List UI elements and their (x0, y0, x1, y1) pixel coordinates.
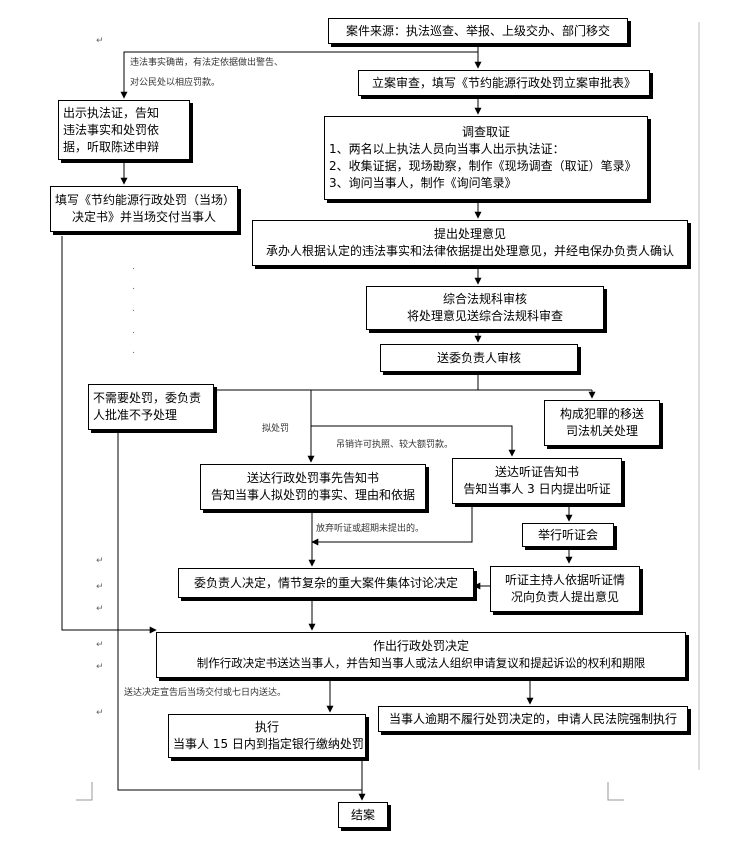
paragraph-mark: ↵ (96, 556, 104, 566)
node-court-enforce: 当事人逾期不履行处罚决定的，申请人民法院强制执行 (378, 706, 688, 732)
legal-review-title: 综合法规科审核 (442, 292, 527, 306)
hearing-notice-title: 送达听证告知书 (494, 465, 579, 479)
node-hearing-notice: 送达听证告知书 告知当事人 3 日内提出听证 (452, 458, 622, 504)
prior-notice-line: 告知当事人拟处罚的事实、理由和依据 (210, 488, 415, 502)
node-filing-review-text: 立案审查，填写《节约能源行政处罚立案审批表》 (371, 75, 636, 90)
paragraph-mark: ↵ (96, 640, 104, 650)
edge-label-summary-2: 对公民处以相应罚款。 (130, 78, 221, 88)
text-dot: . (132, 346, 135, 356)
node-onsite-decision: 填写《节约能源行政处罚（当场） 决定书》并当场交付当事人 (50, 186, 238, 232)
text-dot: . (132, 326, 135, 336)
edge-label-summary-1: 违法事实确凿，有法定依据做出警告、 (130, 58, 284, 68)
prior-notice-title: 送达行政处罚事先告知书 (246, 471, 379, 485)
node-execute: 执行 当事人 15 日内到指定银行缴纳处罚 (168, 714, 366, 758)
node-crime-transfer: 构成犯罪的移送 司法机关处理 (544, 400, 660, 446)
director-review-text: 送委负责人审核 (436, 350, 521, 365)
paragraph-mark: ↵ (96, 36, 104, 46)
crime-line-1: 构成犯罪的移送 (559, 407, 644, 421)
node-case-source-text: 案件来源：执法巡查、举报、上级交办、部门移交 (345, 23, 610, 38)
paragraph-mark: ↵ (96, 708, 104, 718)
opinion-line: 承办人根据认定的违法事实和法律依据提出处理意见，并经电保办负责人确认 (265, 244, 674, 258)
show-cert-line-3: 据，听取陈述申辩 (63, 139, 160, 154)
court-enforce-text: 当事人逾期不履行处罚决定的，申请人民法院强制执行 (388, 711, 677, 726)
execute-line: 当事人 15 日内到指定银行缴纳处罚 (173, 737, 364, 751)
hearing-opinion-line-2: 况向负责人提出意见 (510, 590, 619, 604)
paragraph-mark: ↵ (96, 662, 104, 672)
crime-line-2: 司法机关处理 (565, 424, 638, 438)
node-filing-review: 立案审查，填写《节约能源行政处罚立案审批表》 (358, 70, 650, 96)
hold-hearing-text: 举行听证会 (537, 527, 598, 542)
collective-decision-text: 委负责人决定，情节复杂的重大案件集体讨论决定 (193, 575, 458, 590)
edge-label-revoke-license: 吊销许可执照、较大额罚款。 (336, 440, 454, 450)
close-case-text: 结案 (350, 807, 375, 822)
show-cert-line-2: 违法事实和处罚依 (63, 122, 160, 137)
node-penalty-decision: 作出行政处罚决定 制作行政决定书送达当事人，并告知当事人或法人组织申请复议和提起… (156, 632, 686, 678)
hearing-opinion-line-1: 听证主持人依据听证情 (504, 573, 625, 587)
node-no-penalty: 不需要处罚，委负责 人批准不予处理 (88, 384, 214, 430)
text-dot: . (132, 262, 135, 272)
edge-label-proposed-penalty: 拟处罚 (262, 424, 290, 434)
investigation-item-1: 1、两名以上执法人员向当事人出示执法证： (329, 142, 565, 156)
hearing-notice-line: 告知当事人 3 日内提出听证 (463, 482, 611, 496)
onsite-line-1: 填写《节约能源行政处罚（当场） (55, 193, 236, 207)
opinion-title: 提出处理意见 (433, 227, 506, 241)
node-legal-review: 综合法规科审核 将处理意见送综合法规科审查 (366, 286, 604, 330)
investigation-title: 调查取证 (461, 125, 510, 139)
investigation-item-2: 2、收集证据，现场勘察，制作《现场调查（取证）笔录》 (329, 159, 637, 173)
node-investigation: 调查取证 1、两名以上执法人员向当事人出示执法证： 2、收集证据，现场勘察，制作… (324, 116, 648, 200)
legal-review-line: 将处理意见送综合法规科审查 (406, 309, 563, 323)
node-hold-hearing: 举行听证会 (522, 523, 614, 547)
onsite-line-2: 决定书》并当场交付当事人 (71, 210, 216, 224)
node-show-certificate: 出示执法证，告知 违法事实和处罚依 据，听取陈述申辩 (58, 100, 190, 160)
node-close-case: 结案 (338, 802, 388, 828)
edge-label-deliver-time: 送达决定宣告后当场交付或七日内送达。 (124, 688, 287, 698)
execute-title: 执行 (254, 720, 279, 734)
paragraph-mark: ↵ (96, 582, 104, 592)
node-propose-opinion: 提出处理意见 承办人根据认定的违法事实和法律依据提出处理意见，并经电保办负责人确… (252, 220, 688, 266)
paragraph-mark: ↵ (96, 604, 104, 614)
no-penalty-line-1: 不需要处罚，委负责 (93, 391, 202, 405)
node-prior-notice: 送达行政处罚事先告知书 告知当事人拟处罚的事实、理由和依据 (200, 464, 426, 510)
penalty-decision-title: 作出行政处罚决定 (372, 639, 469, 653)
text-dot: . (132, 304, 135, 314)
text-dot: . (132, 282, 135, 292)
node-director-review: 送委负责人审核 (380, 344, 578, 372)
penalty-decision-line: 制作行政决定书送达当事人，并告知当事人或法人组织申请复议和提起诉讼的权利和期限 (196, 656, 646, 670)
node-hearing-opinion: 听证主持人依据听证情 况向负责人提出意见 (490, 566, 640, 612)
edge-label-waive-hearing: 放弃听证或超期未提出的。 (316, 524, 425, 534)
node-case-source: 案件来源：执法巡查、举报、上级交办、部门移交 (328, 18, 628, 44)
investigation-item-3: 3、询问当事人，制作《询问笔录》 (329, 176, 517, 190)
show-cert-line-1: 出示执法证，告知 (63, 105, 160, 120)
node-collective-decision: 委负责人决定，情节复杂的重大案件集体讨论决定 (178, 568, 474, 598)
no-penalty-line-2: 人批准不予处理 (93, 408, 178, 422)
